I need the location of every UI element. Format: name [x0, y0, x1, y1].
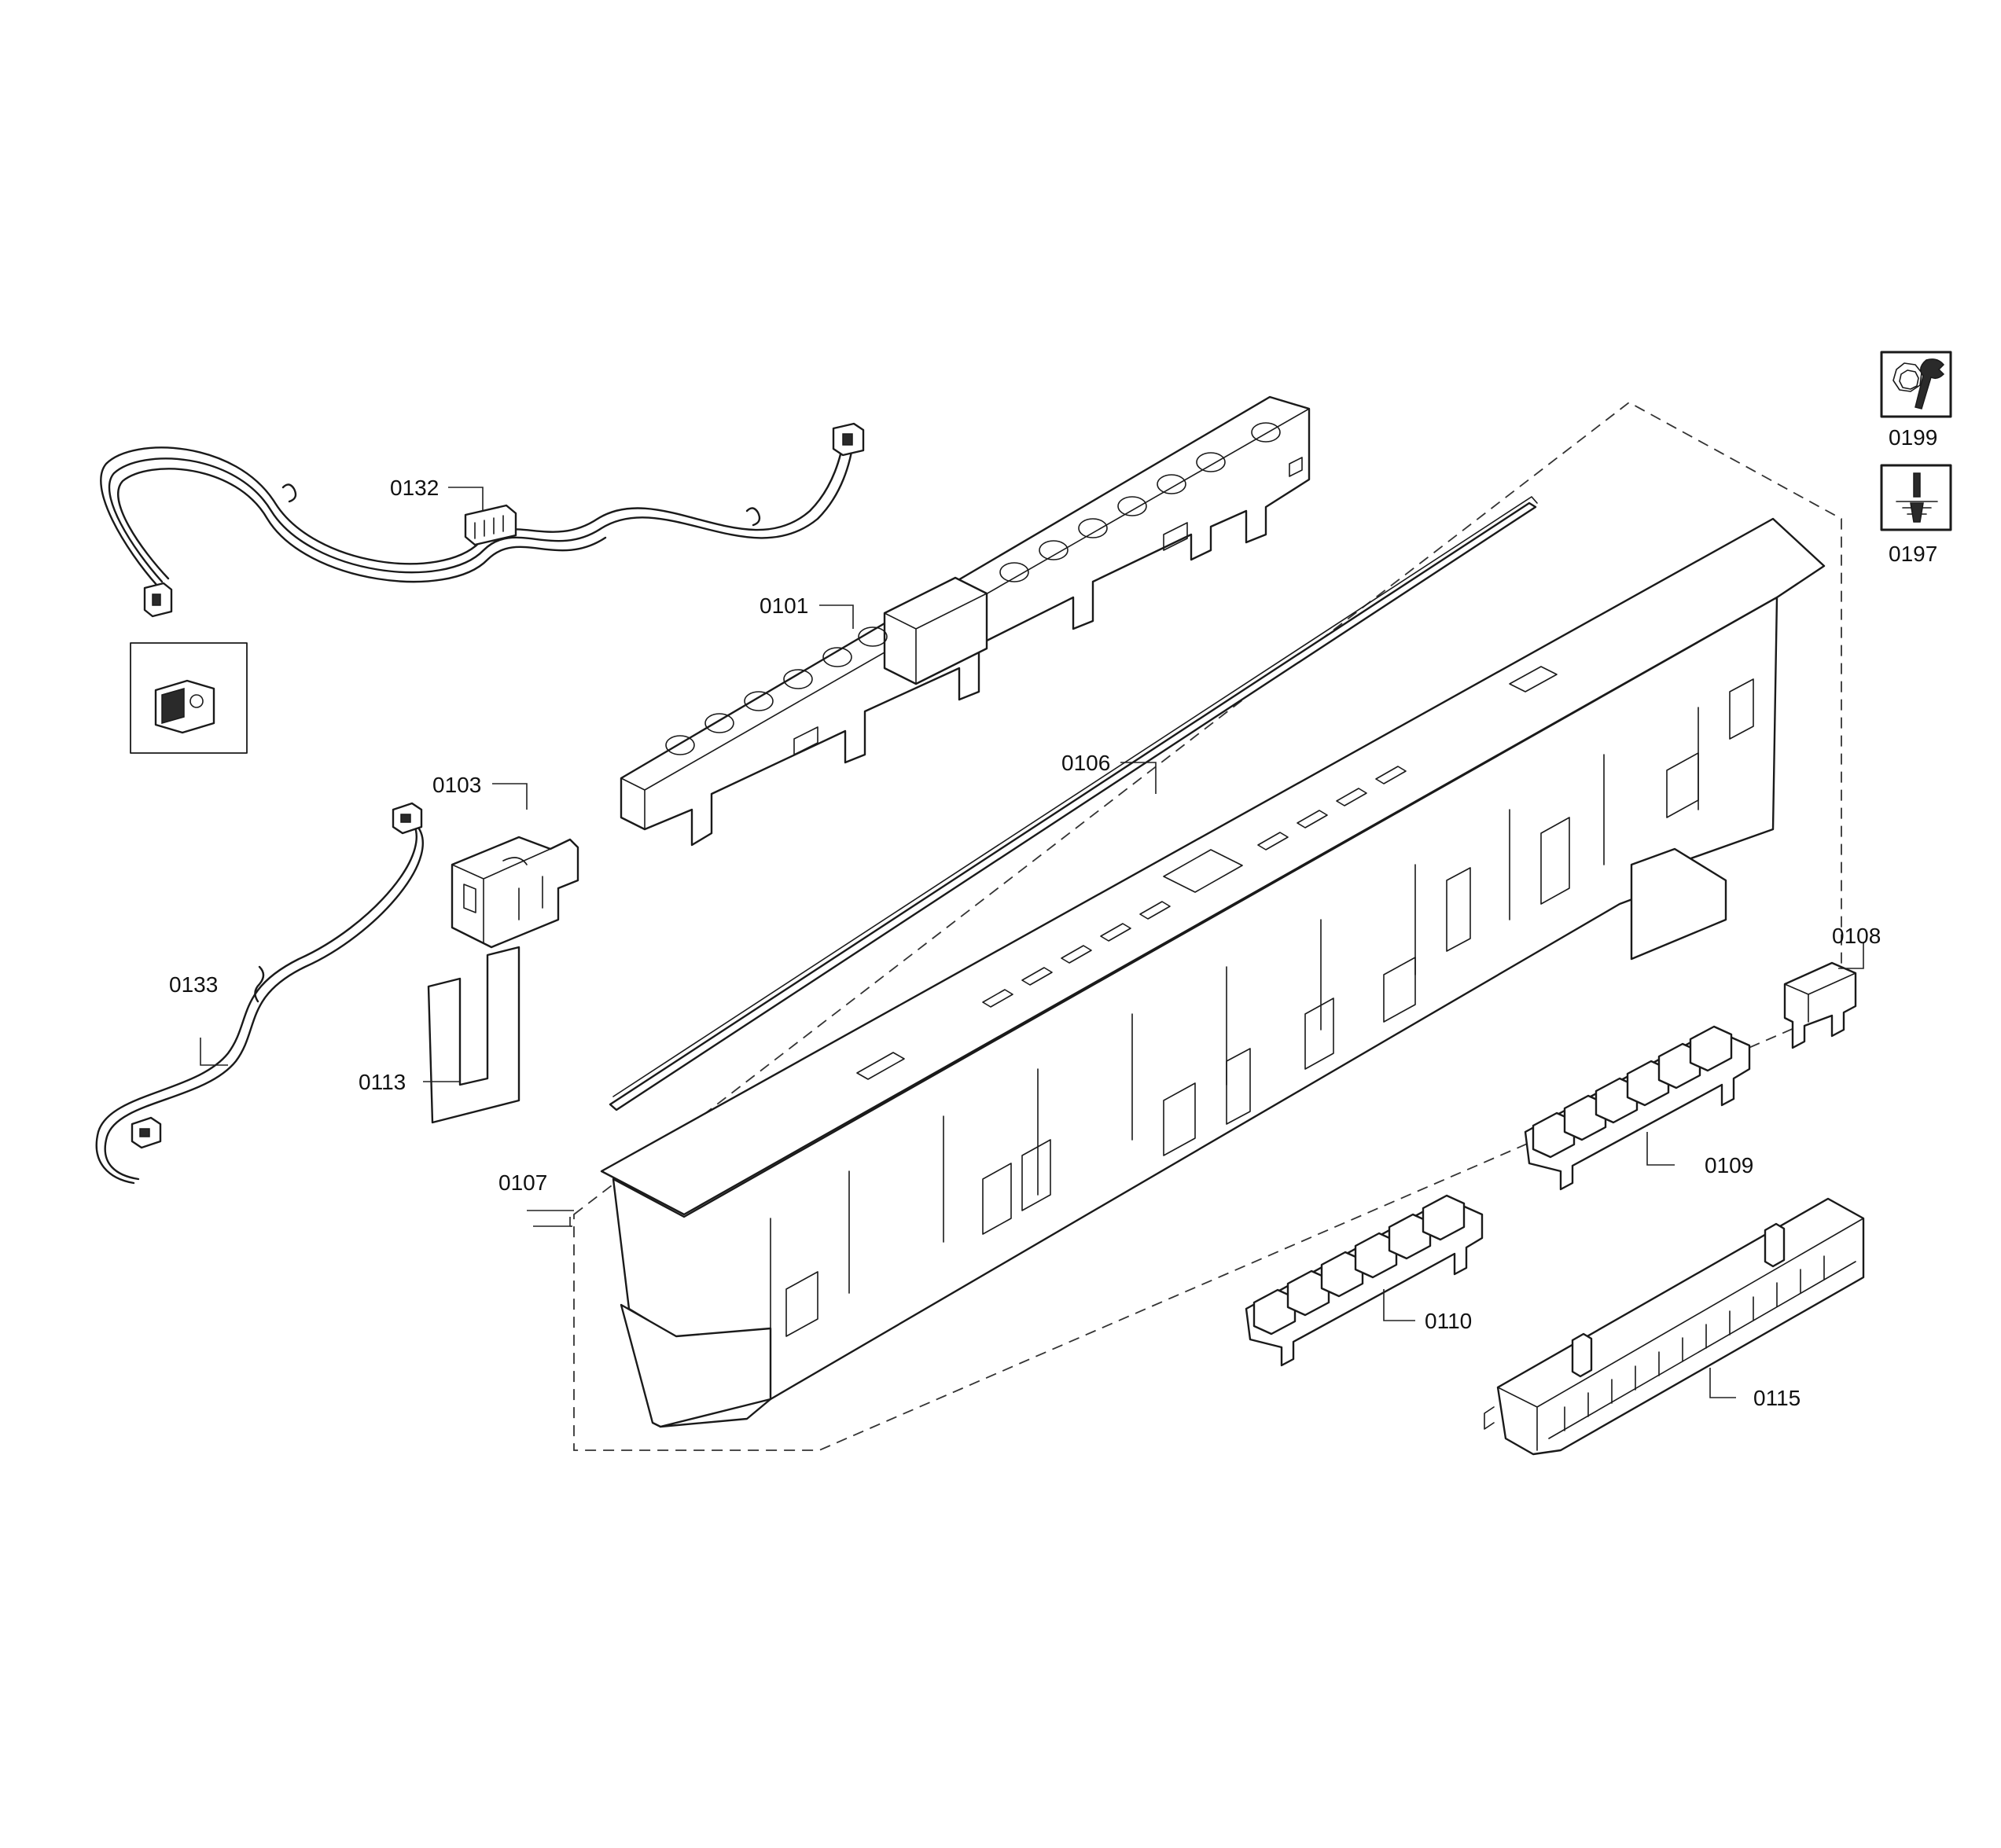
wire-harness-0132 [100, 422, 865, 618]
label-0106: 0106 [1061, 751, 1110, 775]
handle-cover-0115 [1484, 1197, 1865, 1456]
seal-0113 [427, 946, 520, 1124]
trim-strip-0106 [609, 496, 1538, 1111]
label-0197: 0197 [1889, 542, 1937, 566]
control-panel-0107 [600, 517, 1826, 1428]
label-0103: 0103 [432, 773, 481, 797]
connector-detail-box [130, 642, 248, 754]
bracket-0103 [451, 836, 579, 949]
button-row-0110 [1245, 1194, 1484, 1367]
leader-lines [200, 487, 1864, 1398]
part-labels: 0132 0101 0103 0106 0133 0113 0107 0108 … [169, 425, 1937, 1410]
label-0115: 0115 [1753, 1386, 1801, 1410]
cap-0108 [1783, 961, 1857, 1049]
label-0132: 0132 [390, 476, 439, 500]
label-0110: 0110 [1425, 1309, 1472, 1333]
screw-install-icon [1880, 464, 1952, 531]
label-0113: 0113 [359, 1070, 406, 1094]
button-row-0109 [1524, 1025, 1751, 1191]
label-0109: 0109 [1705, 1153, 1753, 1178]
label-0108: 0108 [1832, 924, 1881, 948]
wrench-service-icon [1880, 351, 1952, 418]
label-0199: 0199 [1889, 425, 1937, 450]
control-module-0101 [620, 395, 1311, 847]
label-0107: 0107 [498, 1170, 547, 1195]
wire-0133 [95, 802, 424, 1185]
label-0133: 0133 [169, 972, 218, 997]
label-0101: 0101 [760, 593, 808, 618]
